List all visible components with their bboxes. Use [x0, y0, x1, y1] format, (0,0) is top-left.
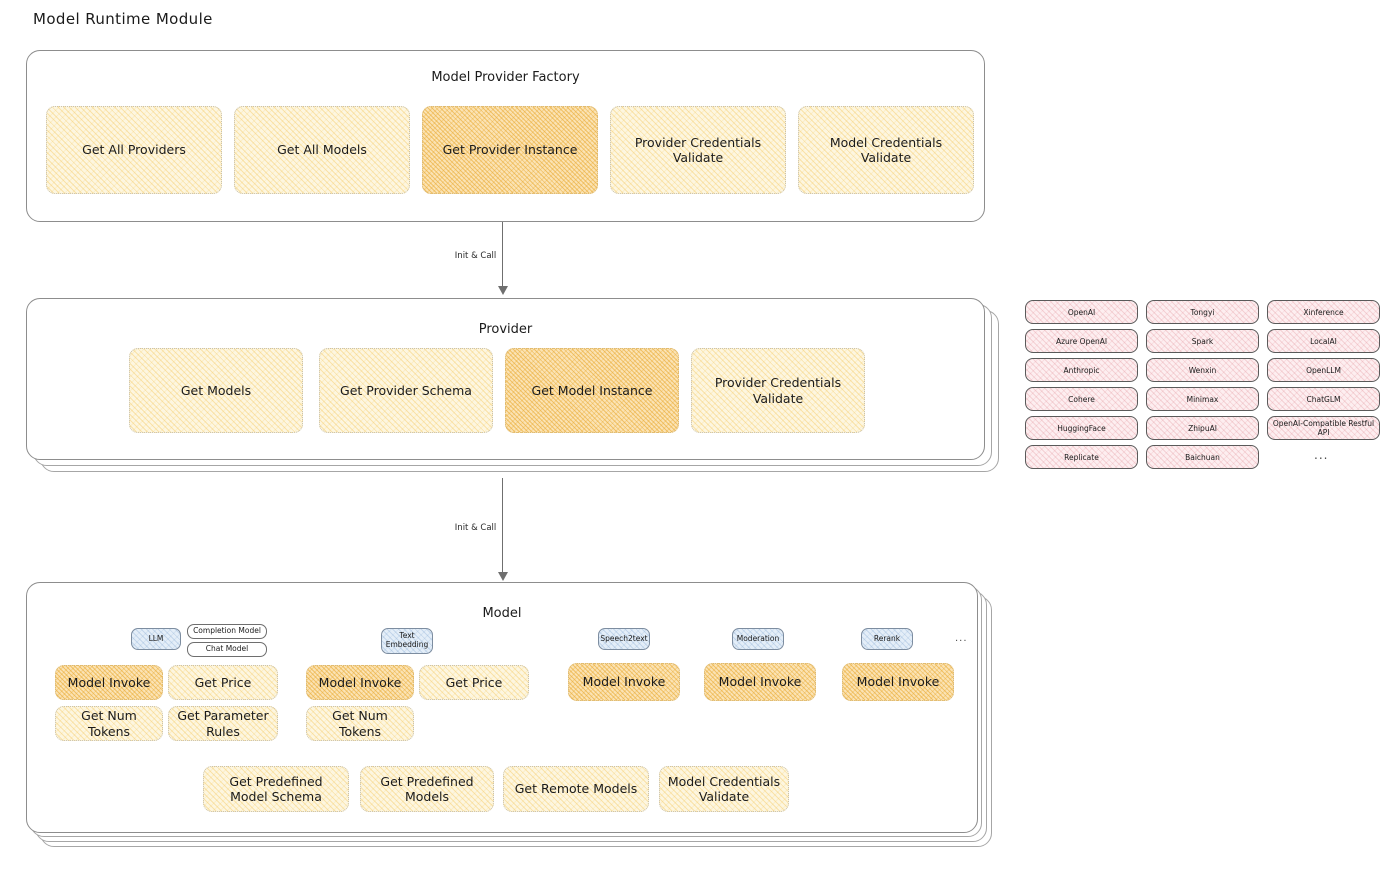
provider-pill-openai-compatible-restful-api[interactable]: OpenAI-Compatible Restful API: [1267, 416, 1380, 440]
model-type-badge-moderation[interactable]: Moderation: [732, 628, 784, 650]
connector-line: [502, 478, 504, 572]
page-title: Model Runtime Module: [33, 10, 213, 28]
provider-pill-cohere[interactable]: Cohere: [1025, 387, 1138, 411]
provider-pill-huggingface[interactable]: HuggingFace: [1025, 416, 1138, 440]
model-card: Model LLM Completion Model Chat Model Mo…: [26, 582, 978, 833]
connector-label: Init & Call: [454, 523, 497, 533]
connector-line: [502, 222, 504, 286]
provider-pill-tongyi[interactable]: Tongyi: [1146, 300, 1259, 324]
provider-implementation-list: OpenAI Azure OpenAI Anthropic Cohere Hug…: [1025, 300, 1381, 480]
model-method-text-embedding-get-num-tokens[interactable]: Get Num Tokens: [306, 706, 414, 741]
model-method-speech2text-model-invoke[interactable]: Model Invoke: [568, 663, 680, 701]
provider-title: Provider: [478, 322, 533, 337]
provider-pill-chatglm[interactable]: ChatGLM: [1267, 387, 1380, 411]
provider-pill-anthropic[interactable]: Anthropic: [1025, 358, 1138, 382]
arrow-head-icon: [497, 286, 508, 295]
provider-list-more-ellipsis: ...: [1314, 448, 1329, 462]
model-types-more-ellipsis: ...: [955, 633, 968, 644]
model-provider-factory-card: Model Provider Factory Get All Providers…: [26, 50, 985, 222]
factory-box-get-provider-instance[interactable]: Get Provider Instance: [422, 106, 598, 194]
provider-pill-baichuan[interactable]: Baichuan: [1146, 445, 1259, 469]
provider-pill-openai[interactable]: OpenAI: [1025, 300, 1138, 324]
model-shared-method-model-credentials-validate[interactable]: Model Credentials Validate: [659, 766, 789, 812]
model-shared-method-get-remote-models[interactable]: Get Remote Models: [503, 766, 649, 812]
provider-pill-spark[interactable]: Spark: [1146, 329, 1259, 353]
model-method-llm-get-num-tokens[interactable]: Get Num Tokens: [55, 706, 163, 741]
model-type-badge-text-embedding[interactable]: Text Embedding: [381, 628, 433, 654]
provider-pill-zhipuai[interactable]: ZhipuAI: [1146, 416, 1259, 440]
model-shared-method-get-predefined-models[interactable]: Get Predefined Models: [360, 766, 494, 812]
provider-pill-azure-openai[interactable]: Azure OpenAI: [1025, 329, 1138, 353]
model-provider-factory-title: Model Provider Factory: [431, 70, 580, 85]
factory-box-model-credentials-validate[interactable]: Model Credentials Validate: [798, 106, 974, 194]
provider-pill-openllm[interactable]: OpenLLM: [1267, 358, 1380, 382]
connector-label: Init & Call: [454, 251, 497, 261]
model-method-llm-model-invoke[interactable]: Model Invoke: [55, 665, 163, 700]
provider-pill-wenxin[interactable]: Wenxin: [1146, 358, 1259, 382]
provider-box-get-model-instance[interactable]: Get Model Instance: [505, 348, 679, 433]
provider-card: Provider Get Models Get Provider Schema …: [26, 298, 985, 460]
model-method-moderation-model-invoke[interactable]: Model Invoke: [704, 663, 816, 701]
provider-pill-replicate[interactable]: Replicate: [1025, 445, 1138, 469]
model-method-llm-get-parameter-rules[interactable]: Get Parameter Rules: [168, 706, 278, 741]
factory-box-provider-credentials-validate[interactable]: Provider Credentials Validate: [610, 106, 786, 194]
factory-box-get-all-providers[interactable]: Get All Providers: [46, 106, 222, 194]
connector-factory-to-provider: Init & Call: [455, 222, 508, 296]
model-method-llm-get-price[interactable]: Get Price: [168, 665, 278, 700]
arrow-head-icon: [497, 572, 508, 581]
model-type-badge-speech2text[interactable]: Speech2text: [598, 628, 650, 650]
provider-pill-xinference[interactable]: Xinference: [1267, 300, 1380, 324]
factory-box-get-all-models[interactable]: Get All Models: [234, 106, 410, 194]
model-shared-method-get-predefined-model-schema[interactable]: Get Predefined Model Schema: [203, 766, 349, 812]
model-title: Model: [482, 606, 522, 621]
model-method-text-embedding-get-price[interactable]: Get Price: [419, 665, 529, 700]
connector-provider-to-model: Init & Call: [455, 478, 508, 582]
provider-box-get-models[interactable]: Get Models: [129, 348, 303, 433]
model-subtype-badge-chat-model[interactable]: Chat Model: [187, 642, 267, 657]
provider-pill-minimax[interactable]: Minimax: [1146, 387, 1259, 411]
model-method-text-embedding-model-invoke[interactable]: Model Invoke: [306, 665, 414, 700]
provider-box-get-provider-schema[interactable]: Get Provider Schema: [319, 348, 493, 433]
model-type-badge-rerank[interactable]: Rerank: [861, 628, 913, 650]
model-method-rerank-model-invoke[interactable]: Model Invoke: [842, 663, 954, 701]
model-subtype-badge-completion-model[interactable]: Completion Model: [187, 624, 267, 639]
provider-box-provider-credentials-validate[interactable]: Provider Credentials Validate: [691, 348, 865, 433]
provider-pill-localai[interactable]: LocalAI: [1267, 329, 1380, 353]
model-type-badge-llm[interactable]: LLM: [131, 628, 181, 650]
